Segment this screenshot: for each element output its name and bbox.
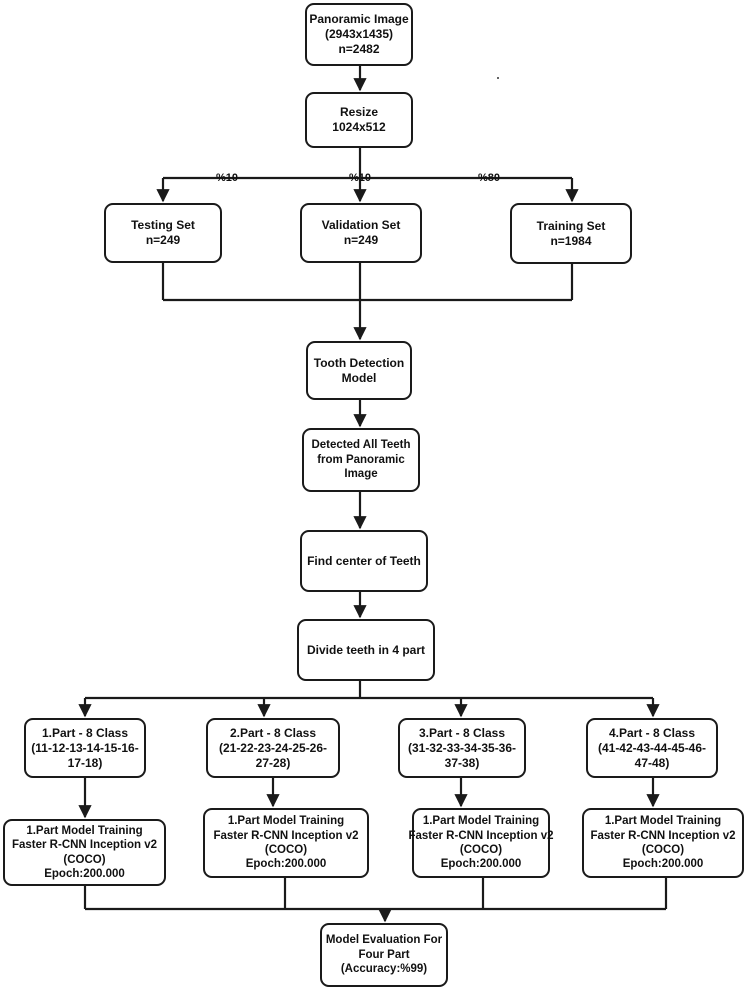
resize-box: Resize 1024x512 xyxy=(305,92,413,148)
part3-training-box: 1.Part Model Training Faster R-CNN Incep… xyxy=(408,808,554,878)
testing-set-box: Testing Set n=249 xyxy=(104,203,222,263)
training-set-title: Training Set xyxy=(536,218,606,233)
split-label-validation: %10 xyxy=(349,172,372,184)
panoramic-size: (2943x1435) xyxy=(324,27,394,41)
train1-model: Faster R-CNN Inception v2 xyxy=(11,839,158,852)
part2-teeth-line2: 27-28) xyxy=(255,755,291,770)
part3-class-box: 3.Part - 8 Class (31-32-33-34-35-36- 37-… xyxy=(398,718,526,778)
detected-line1: Detected All Teeth xyxy=(311,439,411,452)
panoramic-count: n=2482 xyxy=(338,42,380,56)
train2-model: Faster R-CNN Inception v2 xyxy=(213,829,359,842)
testing-set-title: Testing Set xyxy=(131,218,195,232)
train4-title: 1.Part Model Training xyxy=(604,815,722,828)
evaluation-line1: Model Evaluation For xyxy=(325,934,443,947)
find-center-box: Find center of Teeth xyxy=(300,530,428,592)
detected-line2: from Panoramic xyxy=(317,453,405,466)
train4-dataset: (COCO) xyxy=(641,844,685,856)
divide-teeth-text: Divide teeth in 4 part xyxy=(306,642,426,657)
train1-dataset: (COCO) xyxy=(63,853,106,866)
detected-all-teeth-box: Detected All Teeth from Panoramic Image xyxy=(302,428,420,492)
evaluation-accuracy: (Accuracy:%99) xyxy=(340,963,428,976)
validation-set-title: Validation Set xyxy=(321,218,401,232)
train3-epoch: Epoch:200.000 xyxy=(440,858,522,871)
speck xyxy=(497,77,499,79)
validation-set-box: Validation Set n=249 xyxy=(300,203,422,263)
part3-teeth-line1: (31-32-33-34-35-36- xyxy=(407,740,517,755)
train1-epoch: Epoch:200.000 xyxy=(44,867,125,880)
model-evaluation-box: Model Evaluation For Four Part (Accuracy… xyxy=(320,923,448,987)
part1-teeth-line1: (11-12-13-14-15-16- xyxy=(31,740,139,755)
train2-epoch: Epoch:200.000 xyxy=(245,858,327,871)
train3-dataset: (COCO) xyxy=(459,844,503,856)
train2-title: 1.Part Model Training xyxy=(227,815,345,828)
part1-training-box: 1.Part Model Training Faster R-CNN Incep… xyxy=(3,819,166,886)
train3-model: Faster R-CNN Inception v2 xyxy=(408,829,554,842)
validation-set-count: n=249 xyxy=(343,233,379,247)
divide-teeth-box: Divide teeth in 4 part xyxy=(297,619,435,681)
testing-set-count: n=249 xyxy=(145,233,181,247)
part4-training-box: 1.Part Model Training Faster R-CNN Incep… xyxy=(582,808,744,878)
part1-teeth-line2: 17-18) xyxy=(67,755,103,770)
part3-title: 3.Part - 8 Class xyxy=(418,725,506,740)
part2-training-box: 1.Part Model Training Faster R-CNN Incep… xyxy=(203,808,369,878)
part2-title: 2.Part - 8 Class xyxy=(229,725,317,740)
train4-model: Faster R-CNN Inception v2 xyxy=(590,829,736,842)
part2-teeth-line1: (21-22-23-24-25-26- xyxy=(218,740,328,755)
resize-title: Resize xyxy=(339,105,379,119)
detection-model-line2: Model xyxy=(341,370,377,385)
part4-title: 4.Part - 8 Class xyxy=(608,725,696,740)
panoramic-image-box: Panoramic Image (2943x1435) n=2482 xyxy=(305,3,413,66)
part2-class-box: 2.Part - 8 Class (21-22-23-24-25-26- 27-… xyxy=(206,718,340,778)
training-set-count: n=1984 xyxy=(550,233,592,248)
part1-class-box: 1.Part - 8 Class (11-12-13-14-15-16- 17-… xyxy=(24,718,146,778)
detected-line3: Image xyxy=(344,468,378,481)
split-label-testing: %10 xyxy=(216,172,239,184)
train1-title: 1.Part Model Training xyxy=(26,824,143,837)
part4-class-box: 4.Part - 8 Class (41-42-43-44-45-46- 47-… xyxy=(586,718,718,778)
part3-teeth-line2: 37-38) xyxy=(444,755,480,770)
evaluation-line2: Four Part xyxy=(358,948,410,961)
training-set-box: Training Set n=1984 xyxy=(510,203,632,264)
panoramic-title: Panoramic Image xyxy=(309,12,409,26)
resize-dimensions: 1024x512 xyxy=(332,120,386,134)
train4-epoch: Epoch:200.000 xyxy=(622,858,704,871)
split-label-training: %80 xyxy=(478,172,501,184)
find-center-text: Find center of Teeth xyxy=(307,553,421,568)
detection-model-line1: Tooth Detection xyxy=(313,355,405,370)
part4-teeth-line2: 47-48) xyxy=(634,755,670,770)
train3-title: 1.Part Model Training xyxy=(422,815,540,828)
tooth-detection-model-box: Tooth Detection Model xyxy=(306,341,412,400)
train2-dataset: (COCO) xyxy=(264,844,308,856)
part4-teeth-line1: (41-42-43-44-45-46- xyxy=(597,740,707,755)
part1-title: 1.Part - 8 Class xyxy=(41,725,129,740)
